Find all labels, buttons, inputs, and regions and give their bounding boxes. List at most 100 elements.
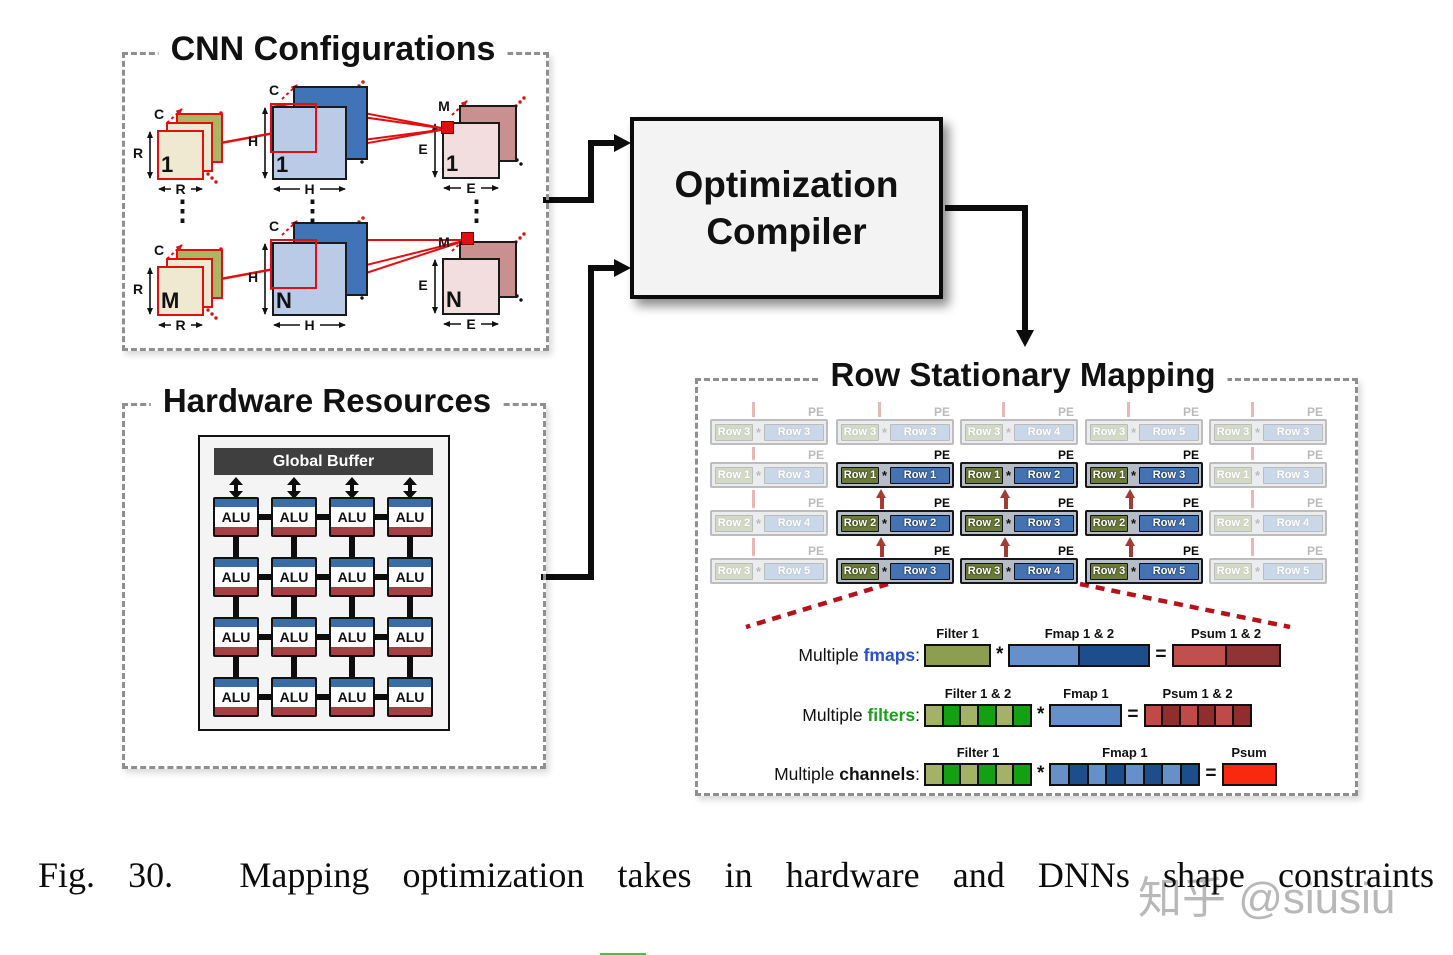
- psum-bar-caption: Psum 1 & 2: [1162, 686, 1233, 701]
- alu-spad-top: [215, 559, 257, 567]
- alu-label: ALU: [215, 507, 257, 527]
- psum-bar-caption: Psum 1 & 2: [1190, 626, 1262, 641]
- alu-horizontal-link: [375, 514, 387, 520]
- pe-multiply-op: *: [755, 563, 762, 579]
- pe-fmap-row: Row 3: [1014, 514, 1074, 532]
- conv-window: [270, 239, 317, 289]
- alu-spad-bottom: [331, 707, 373, 715]
- pe-filter-row: Row 3: [715, 562, 753, 580]
- alu-spad-bottom: [389, 647, 431, 655]
- psum-bar-segment: [1145, 706, 1162, 725]
- buffer-pe-arrow: [345, 477, 359, 499]
- filter-bar-segment: [994, 765, 1013, 784]
- arrowhead-down: [403, 491, 417, 499]
- fmap-bar-segment: [1179, 765, 1199, 784]
- pe-tag-label: PE: [1057, 496, 1074, 510]
- pe-fmap-row: Row 5: [1139, 423, 1199, 441]
- pe-fmap-row: Row 3: [764, 466, 824, 484]
- pe-multiply-op: *: [1130, 515, 1137, 531]
- filter-bar-segment: [941, 765, 960, 784]
- buffer-pe-arrow: [403, 477, 417, 499]
- alu-cell: ALU: [213, 677, 259, 717]
- filter-bar-segment: [1012, 706, 1031, 725]
- fmap-bar-caption: Fmap 1: [1102, 745, 1148, 760]
- depth-dim-label: M: [438, 98, 450, 114]
- pe-multiply-op: *: [755, 424, 762, 440]
- pe-fmap-row: Row 5: [1139, 562, 1199, 580]
- pe-filter-row: Row 3: [965, 562, 1003, 580]
- alu-vertical-link: [233, 597, 239, 617]
- filter-bar-group: Filter 1: [924, 626, 991, 667]
- pe-fmap-row: Row 4: [1139, 514, 1199, 532]
- psum-bar-segment: [1223, 765, 1275, 784]
- filter-bar-segment: [941, 706, 960, 725]
- alu-spad-top: [331, 559, 373, 567]
- pe-multiply-op: *: [755, 515, 762, 531]
- alu-label: ALU: [273, 627, 315, 647]
- pe-filter-row: Row 3: [1214, 562, 1252, 580]
- tensor-index-label: N: [446, 287, 462, 312]
- alu-vertical-link: [407, 597, 413, 617]
- pe-filter-row: Row 2: [965, 514, 1003, 532]
- arrowhead-down: [287, 491, 301, 499]
- filter-bar-caption: Filter 1: [936, 626, 979, 641]
- fmap-bar-bar: [1008, 644, 1151, 667]
- fmap-bar-caption: Fmap 1 & 2: [1044, 626, 1115, 641]
- alu-label: ALU: [331, 627, 373, 647]
- alu-label: ALU: [331, 687, 373, 707]
- legend-colon: :: [915, 764, 920, 784]
- alu-label: ALU: [273, 567, 315, 587]
- alu-vertical-link: [233, 537, 239, 557]
- alu-cell: ALU: [329, 557, 375, 597]
- legend-colon: :: [915, 645, 920, 665]
- pe-filter-row: Row 1: [965, 466, 1003, 484]
- hardware-resources-title: Hardware Resources: [150, 382, 504, 420]
- pe-filter-row: Row 3: [841, 562, 879, 580]
- citation-ref-highlight[interactable]: 80: [600, 953, 647, 955]
- vertical-dim-label: R: [132, 281, 144, 297]
- pe-multiply-op: *: [1130, 467, 1137, 483]
- fmap-bar-segment: [1123, 765, 1143, 784]
- alu-cell: ALU: [387, 617, 433, 657]
- psum-bar-segment: [1161, 706, 1179, 725]
- multiply-op: *: [1037, 704, 1045, 725]
- alu-spad-top: [389, 499, 431, 507]
- alu-vertical-link: [291, 657, 297, 677]
- alu-label: ALU: [215, 567, 257, 587]
- pe-multiply-op: *: [1005, 515, 1012, 531]
- output-pixel-square: [461, 232, 474, 245]
- psum-bar-group: Psum 1 & 2: [1171, 626, 1281, 667]
- filter-bar-segment: [959, 706, 978, 725]
- pe-tag-label: PE: [1057, 448, 1074, 462]
- conv-window: [270, 103, 317, 153]
- psum-bar-bar: [1143, 704, 1252, 727]
- alu-spad-bottom: [273, 707, 315, 715]
- alu-vertical-link: [407, 657, 413, 677]
- pe-fmap-row: Row 4: [1263, 514, 1323, 532]
- fmap-bar-bar: [1049, 704, 1123, 727]
- alu-spad-bottom: [215, 707, 257, 715]
- arrowhead-up: [229, 477, 243, 485]
- arrow-shaft: [1129, 545, 1133, 557]
- caption-line1: Fig. 30. Mapping optimization takes in h…: [38, 855, 1434, 895]
- psum-flow-tick: [1127, 402, 1130, 417]
- arrowhead-up: [287, 477, 301, 485]
- arrowhead-down: [229, 491, 243, 499]
- psum-bar-group: Psum: [1221, 745, 1277, 786]
- pe-filter-row: Row 2: [1214, 514, 1252, 532]
- fmap-bar-segment: [1051, 706, 1121, 725]
- fmap-bar-segment: [1051, 765, 1069, 784]
- vertical-dim-label: H: [247, 133, 259, 149]
- compiler-label-line1: Optimization: [674, 164, 899, 205]
- pe-tag-label: PE: [1306, 544, 1323, 558]
- pe-fmap-row: Row 3: [1139, 466, 1199, 484]
